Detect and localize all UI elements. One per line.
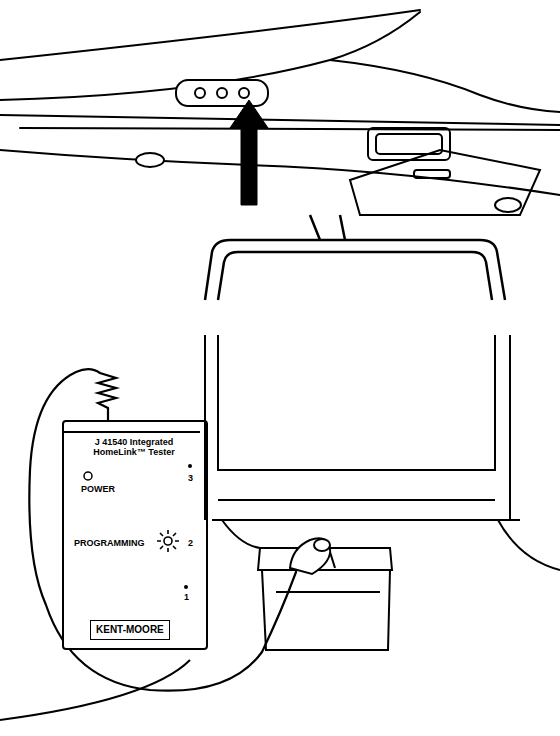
drawing-stroke <box>176 80 268 106</box>
drawing-stroke <box>376 134 442 154</box>
tester-title: J 41540 Integrated HomeLink™ Tester <box>64 437 204 458</box>
drawing-stroke <box>136 153 164 167</box>
drawing-stroke <box>314 539 330 551</box>
drawing-stroke <box>218 335 495 470</box>
drawing-stroke <box>0 10 420 60</box>
drawing-stroke <box>276 591 380 593</box>
drawing-stroke <box>195 88 205 98</box>
power-led <box>84 472 92 480</box>
tester-box: J 41540 Integrated HomeLink™ TesterPOWER… <box>62 420 208 650</box>
drawing-stroke <box>290 538 330 574</box>
programming-burst <box>157 530 179 552</box>
channel-number: 2 <box>188 538 193 548</box>
drawing-stroke <box>164 537 172 545</box>
drawing-stroke <box>204 335 206 520</box>
drawing-stroke <box>64 431 200 433</box>
brand-box: KENT-MOORE <box>90 620 170 640</box>
drawing-stroke <box>29 369 296 690</box>
drawing-stroke <box>509 335 511 520</box>
drawing-stroke <box>157 530 179 552</box>
lamp-openings <box>136 128 540 215</box>
drawing-stroke <box>212 519 520 521</box>
led-label: POWER <box>81 484 115 494</box>
pointer-arrow <box>230 100 268 205</box>
drawing-stroke <box>414 170 450 178</box>
cigar-plug <box>290 538 330 574</box>
drawing-stroke <box>495 198 521 212</box>
drawing-stroke <box>217 88 227 98</box>
drawing-stroke <box>205 240 505 300</box>
drawing-stroke <box>310 215 345 240</box>
brand-label: KENT-MOORE <box>96 624 164 636</box>
drawing-stroke <box>20 128 560 130</box>
led-label: PROGRAMMING <box>74 538 145 548</box>
channel-number: 1 <box>184 592 189 602</box>
led-3 <box>188 464 192 468</box>
dashboard <box>0 335 560 720</box>
rearview-mirror-mount <box>205 215 505 300</box>
drawing-stroke <box>107 408 109 420</box>
tester-cable <box>29 369 296 690</box>
drawing-stroke <box>222 520 260 548</box>
channel-number: 3 <box>188 473 193 483</box>
drawing-stroke <box>239 88 249 98</box>
overhead-console <box>176 80 268 106</box>
headliner <box>0 10 560 195</box>
drawing-stroke <box>330 60 560 112</box>
drawing-stroke <box>350 150 540 215</box>
led-1 <box>184 585 188 589</box>
drawing-stroke <box>498 520 560 570</box>
drawing-stroke <box>218 499 495 501</box>
drawing-stroke <box>218 252 492 300</box>
drawing-stroke <box>0 115 560 125</box>
drawing-stroke <box>368 128 450 160</box>
